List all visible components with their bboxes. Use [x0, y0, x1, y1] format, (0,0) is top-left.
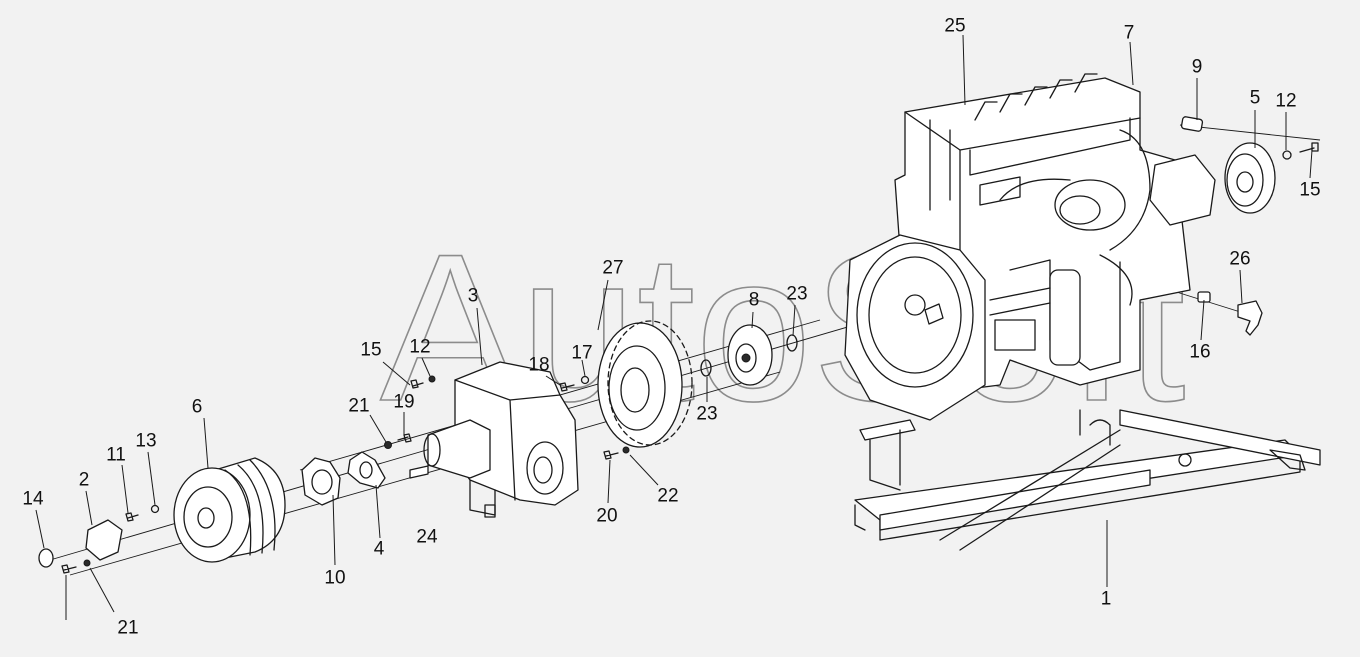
callout-14: 14 [22, 488, 44, 510]
washer-22 [622, 446, 630, 454]
callout-2: 2 [78, 469, 90, 491]
callout-5: 5 [1249, 87, 1261, 109]
bolt-15b [410, 379, 424, 389]
callout-8: 8 [748, 289, 760, 311]
callout-24: 24 [416, 526, 438, 548]
flywheel-housing [844, 234, 986, 421]
subframe-1 [854, 409, 1321, 551]
washer-17 [580, 375, 590, 385]
callout-12-centre: 12 [409, 336, 431, 358]
bolt-18 [559, 382, 575, 392]
washer-21a [384, 441, 392, 449]
bolt-21b-stem [61, 564, 77, 574]
callout-15-upper: 15 [1299, 179, 1321, 201]
pulley-5 [1224, 142, 1276, 214]
hub-8 [727, 324, 773, 386]
callout-23-lower: 23 [696, 403, 718, 425]
callout-26: 26 [1229, 248, 1251, 270]
callout-3: 3 [467, 285, 479, 307]
ring-23b [700, 359, 712, 377]
callout-13: 13 [135, 430, 157, 452]
fitting-9 [1180, 116, 1204, 132]
bolt-19 [397, 433, 412, 443]
flywheel-27 [597, 320, 693, 448]
callout-21-lower: 21 [117, 617, 139, 639]
callout-12-upper: 12 [1275, 90, 1297, 112]
callout-6: 6 [191, 396, 203, 418]
callout-10: 10 [324, 567, 346, 589]
callout-4: 4 [373, 538, 385, 560]
valve-26 [1237, 300, 1263, 336]
ring-23a [786, 334, 798, 352]
callout-7: 7 [1123, 22, 1135, 44]
bolt-15a [1299, 142, 1319, 153]
bolt-11 [125, 512, 139, 522]
callout-20: 20 [596, 505, 618, 527]
callout-11: 11 [106, 444, 126, 466]
leader-lines [35, 34, 1313, 620]
callout-23-upper: 23 [786, 283, 808, 305]
callout-27: 27 [602, 257, 624, 279]
callout-1: 1 [1100, 588, 1112, 610]
flange-10 [301, 457, 341, 506]
callout-19: 19 [393, 391, 415, 413]
callout-9: 9 [1191, 56, 1203, 78]
bolt-20 [603, 450, 619, 460]
nut-14 [38, 548, 54, 568]
washer-13 [150, 504, 160, 514]
washer-12a [1282, 150, 1292, 160]
bracket-2 [85, 519, 123, 561]
washer-21b [83, 559, 91, 567]
callout-22: 22 [657, 485, 679, 507]
key-24 [409, 465, 429, 479]
callout-16: 16 [1189, 341, 1211, 363]
pulley-6 [173, 457, 286, 563]
callout-21-centre: 21 [348, 395, 370, 417]
callout-18: 18 [528, 354, 550, 376]
callout-15-centre: 15 [360, 339, 382, 361]
callout-17: 17 [571, 342, 593, 364]
washer-12b [428, 375, 436, 383]
plate-4 [347, 451, 386, 489]
callout-25: 25 [944, 15, 966, 37]
gearbox-3 [423, 361, 579, 518]
